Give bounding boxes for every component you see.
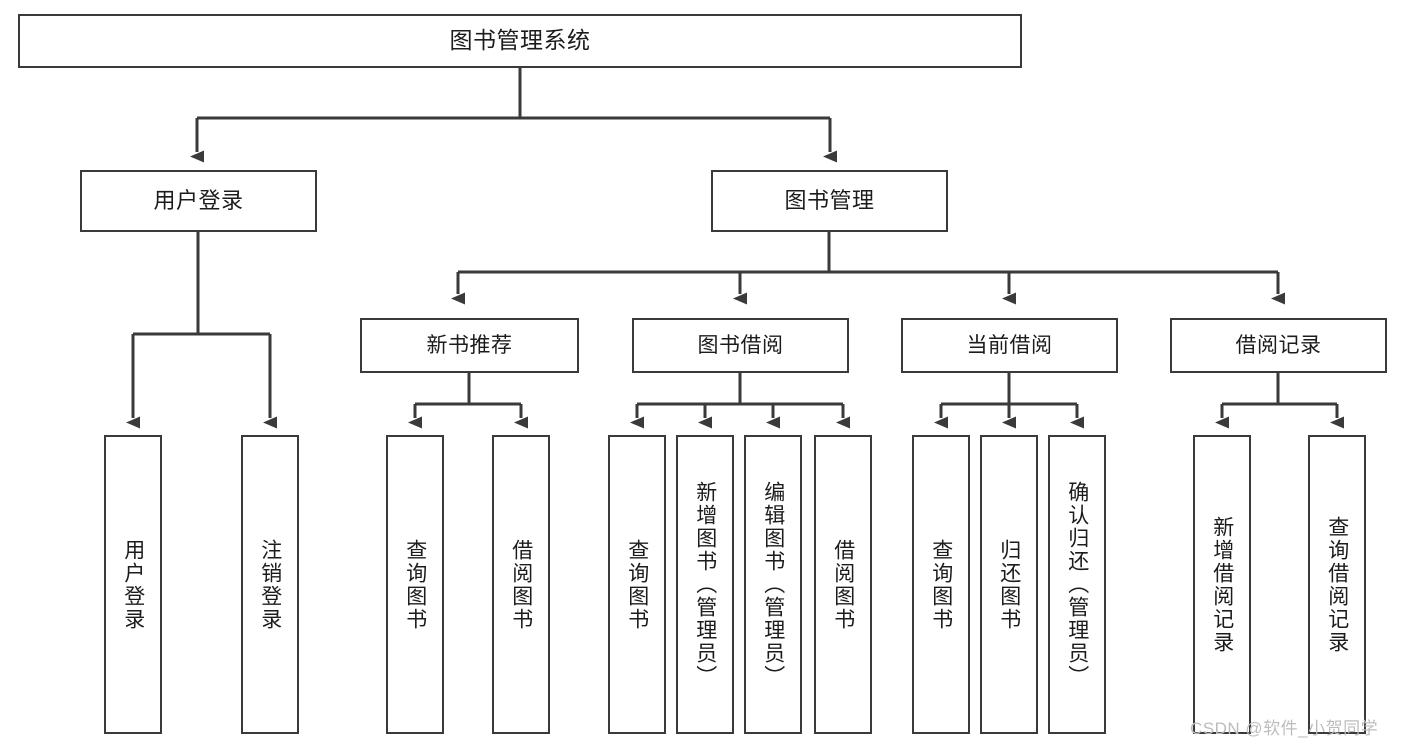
node-leaf-query-book-1-label: 查询图书 xyxy=(403,538,427,631)
node-leaf-return-book[interactable]: 归还图书 xyxy=(980,435,1038,734)
node-leaf-borrow-book-2[interactable]: 借阅图书 xyxy=(814,435,872,734)
node-leaf-borrow-book-1[interactable]: 借阅图书 xyxy=(492,435,550,734)
node-leaf-add-book[interactable]: 新增图书（管理员） xyxy=(676,435,734,734)
node-leaf-query-book-2-label: 查询图书 xyxy=(625,538,649,631)
connector-bookmanage-to-level3 xyxy=(451,232,1285,305)
node-leaf-confirm-return[interactable]: 确认归还（管理员） xyxy=(1048,435,1106,734)
connector-userlogin-to-leaves xyxy=(126,232,277,429)
node-book-borrow-label: 图书借阅 xyxy=(697,333,784,357)
node-leaf-logout-login[interactable]: 注销登录 xyxy=(241,435,299,734)
node-new-book-recommend[interactable]: 新书推荐 xyxy=(360,318,579,373)
node-book-borrow[interactable]: 图书借阅 xyxy=(632,318,849,373)
node-current-borrow-label: 当前借阅 xyxy=(966,333,1053,357)
node-root-label: 图书管理系统 xyxy=(449,27,591,54)
node-book-manage-label: 图书管理 xyxy=(784,187,875,213)
node-user-login-label: 用户登录 xyxy=(153,187,244,213)
node-leaf-user-login-label: 用户登录 xyxy=(121,538,145,631)
connector-newbook-to-leaves xyxy=(408,373,528,429)
node-current-borrow[interactable]: 当前借阅 xyxy=(901,318,1118,373)
node-book-manage[interactable]: 图书管理 xyxy=(711,170,948,232)
node-borrow-record-label: 借阅记录 xyxy=(1235,333,1322,357)
node-leaf-logout-login-label: 注销登录 xyxy=(258,538,282,631)
node-leaf-add-record[interactable]: 新增借阅记录 xyxy=(1193,435,1251,734)
node-leaf-query-book-2[interactable]: 查询图书 xyxy=(608,435,666,734)
node-leaf-query-book-3-label: 查询图书 xyxy=(929,538,953,631)
node-leaf-query-record[interactable]: 查询借阅记录 xyxy=(1308,435,1366,734)
node-leaf-query-record-label: 查询借阅记录 xyxy=(1325,515,1349,654)
node-leaf-user-login[interactable]: 用户登录 xyxy=(104,435,162,734)
node-leaf-borrow-book-2-label: 借阅图书 xyxy=(831,538,855,631)
node-leaf-query-book-1[interactable]: 查询图书 xyxy=(386,435,444,734)
node-leaf-query-book-3[interactable]: 查询图书 xyxy=(912,435,970,734)
node-borrow-record[interactable]: 借阅记录 xyxy=(1170,318,1387,373)
node-user-login[interactable]: 用户登录 xyxy=(80,170,317,232)
node-leaf-edit-book-label: 编辑图书（管理员） xyxy=(761,481,785,688)
connector-currentborrow-to-leaves xyxy=(934,373,1084,429)
node-root[interactable]: 图书管理系统 xyxy=(18,14,1022,68)
node-leaf-edit-book[interactable]: 编辑图书（管理员） xyxy=(744,435,802,734)
node-new-book-recommend-label: 新书推荐 xyxy=(426,333,513,357)
node-leaf-borrow-book-1-label: 借阅图书 xyxy=(509,538,533,631)
connector-root-to-level2 xyxy=(190,68,837,163)
connector-borrowrecord-to-leaves xyxy=(1215,373,1344,429)
node-leaf-add-record-label: 新增借阅记录 xyxy=(1210,515,1234,654)
connector-bookborrow-to-leaves xyxy=(630,373,850,429)
node-leaf-add-book-label: 新增图书（管理员） xyxy=(693,481,717,688)
node-leaf-confirm-return-label: 确认归还（管理员） xyxy=(1065,481,1089,688)
node-leaf-return-book-label: 归还图书 xyxy=(997,538,1021,631)
